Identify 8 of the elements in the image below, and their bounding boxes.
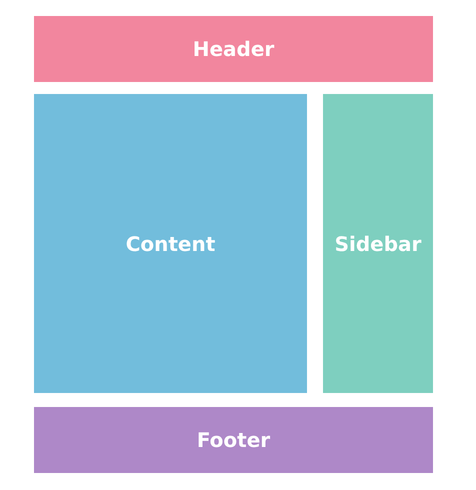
block-label: Header	[192, 37, 274, 61]
block-label: Sidebar	[334, 232, 422, 256]
block-label: Content	[126, 232, 216, 256]
sidebar-block	[323, 94, 433, 393]
header-block	[34, 16, 433, 82]
block-label: Footer	[196, 428, 270, 452]
content-block	[34, 94, 307, 393]
footer-block	[34, 407, 433, 473]
